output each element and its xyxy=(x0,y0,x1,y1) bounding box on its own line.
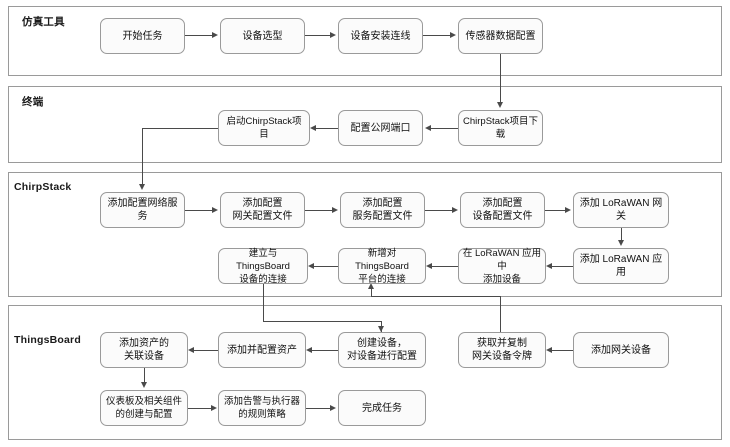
node-device-install[interactable]: 设备安装连线 xyxy=(338,18,423,54)
arrowhead-dashboard-to-alarm xyxy=(211,405,217,411)
connector-selection-to-install xyxy=(305,35,332,37)
arrowhead-install-to-sensor xyxy=(450,32,456,38)
node-create-device[interactable]: 创建设备， 对设备进行配置 xyxy=(338,332,426,368)
node-add-gateway-conf[interactable]: 添加配置 网关配置文件 xyxy=(220,192,305,228)
arrowhead-buildlink-to-create-device xyxy=(378,326,384,332)
node-get-gateway-token[interactable]: 获取并复制 网关设备令牌 xyxy=(458,332,546,368)
node-add-device-conf[interactable]: 添加配置 设备配置文件 xyxy=(460,192,545,228)
node-add-device-in-app[interactable]: 在 LoRaWAN 应用中 添加设备 xyxy=(458,248,546,285)
node-dashboard-create[interactable]: 仪表板及相关组件 的创建与配置 xyxy=(100,390,188,426)
connector-tb-conn-to-build-link xyxy=(312,266,338,268)
connector-gateway-to-service-conf xyxy=(305,210,334,212)
arrowhead-device-conf-to-lora-gw xyxy=(565,207,571,213)
connector-add-device-to-tb-conn xyxy=(430,266,458,268)
connector-start-to-selection xyxy=(185,35,214,37)
node-add-network-service[interactable]: 添加配置网络服务 xyxy=(100,192,185,228)
node-add-service-conf[interactable]: 添加配置 服务配置文件 xyxy=(340,192,425,228)
node-alarm-rule-chain[interactable]: 添加告警与执行器 的规则策略 xyxy=(218,390,306,426)
arrowhead-lora-gw-to-lora-app xyxy=(618,240,624,246)
arrowhead-lora-app-to-add-device xyxy=(546,263,552,269)
connector-gw-device-to-token xyxy=(550,350,573,352)
node-chirpstack-download[interactable]: ChirpStack项目下载 xyxy=(458,110,543,146)
arrowhead-relation-to-dashboard xyxy=(141,382,147,388)
arrowhead-start-to-selection xyxy=(212,32,218,38)
node-finish-task[interactable]: 完成任务 xyxy=(338,390,426,426)
connector-relation-to-dashboard xyxy=(144,368,146,384)
arrowhead-startcs-to-network xyxy=(139,184,145,190)
arrowhead-selection-to-install xyxy=(330,32,336,38)
node-add-gateway-device[interactable]: 添加网关设备 xyxy=(573,332,669,368)
connector-lora-app-to-add-device xyxy=(550,266,573,268)
connector-create-dev-to-asset xyxy=(310,350,338,352)
connector-port-to-start-cs xyxy=(314,128,338,130)
swimlane-label-thingsboard: ThingsBoard xyxy=(14,334,81,346)
connector-token-up-segment xyxy=(500,296,502,332)
node-build-tb-device-link[interactable]: 建立与ThingsBoard 设备的连接 xyxy=(218,248,308,285)
arrowhead-token-to-tb-connection xyxy=(368,283,374,289)
arrowhead-gateway-to-service-conf xyxy=(332,207,338,213)
node-add-tb-connection[interactable]: 新增对ThingsBoard 平台的连接 xyxy=(338,248,426,285)
connector-asset-to-relation xyxy=(192,350,218,352)
node-add-asset-relation[interactable]: 添加资产的 关联设备 xyxy=(100,332,188,368)
arrowhead-service-to-device-conf xyxy=(452,207,458,213)
swimlane-label-simulation: 仿真工具 xyxy=(22,16,65,28)
connector-lora-gw-to-lora-app xyxy=(621,228,623,242)
connector-install-to-sensor xyxy=(423,35,452,37)
connector-token-up2-segment xyxy=(371,288,373,297)
node-add-config-asset[interactable]: 添加并配置资产 xyxy=(218,332,306,368)
node-add-lorawan-app[interactable]: 添加 LoRaWAN 应用 xyxy=(573,248,669,284)
connector-service-to-device-conf xyxy=(425,210,454,212)
connector-buildlink-down-segment xyxy=(263,284,265,322)
node-add-lorawan-gateway[interactable]: 添加 LoRaWAN 网关 xyxy=(573,192,669,228)
connector-token-left-segment xyxy=(371,296,501,298)
arrowhead-asset-to-relation xyxy=(188,347,194,353)
connector-startcs-left-segment xyxy=(142,128,219,130)
swimlane-label-chirpstack: ChirpStack xyxy=(14,181,72,193)
arrowhead-add-device-to-tb-conn xyxy=(426,263,432,269)
arrowhead-gw-device-to-token xyxy=(546,347,552,353)
connector-network-to-gateway-conf xyxy=(185,210,214,212)
arrowhead-alarm-to-finish xyxy=(330,405,336,411)
arrowhead-port-to-start-cs xyxy=(310,125,316,131)
arrowhead-download-to-port xyxy=(425,125,431,131)
swimlane-label-terminal: 终端 xyxy=(22,96,44,108)
connector-dashboard-to-alarm xyxy=(188,408,214,410)
node-start-chirpstack[interactable]: 启动ChirpStack项目 xyxy=(218,110,310,146)
connector-buildlink-right-segment xyxy=(263,321,382,323)
connector-device-conf-to-lora-gw xyxy=(545,210,567,212)
node-sensor-data-config[interactable]: 传感器数据配置 xyxy=(458,18,543,54)
connector-download-to-port xyxy=(429,128,458,130)
node-device-selection[interactable]: 设备选型 xyxy=(220,18,305,54)
node-config-public-port[interactable]: 配置公网端口 xyxy=(338,110,423,146)
arrowhead-create-dev-to-asset xyxy=(306,347,312,353)
connector-sensor-to-download xyxy=(500,54,502,104)
node-start-task[interactable]: 开始任务 xyxy=(100,18,185,54)
connector-alarm-to-finish xyxy=(306,408,332,410)
arrowhead-sensor-to-download xyxy=(497,102,503,108)
arrowhead-tb-conn-to-build-link xyxy=(308,263,314,269)
connector-startcs-down-segment xyxy=(142,128,144,185)
arrowhead-network-to-gateway-conf xyxy=(212,207,218,213)
